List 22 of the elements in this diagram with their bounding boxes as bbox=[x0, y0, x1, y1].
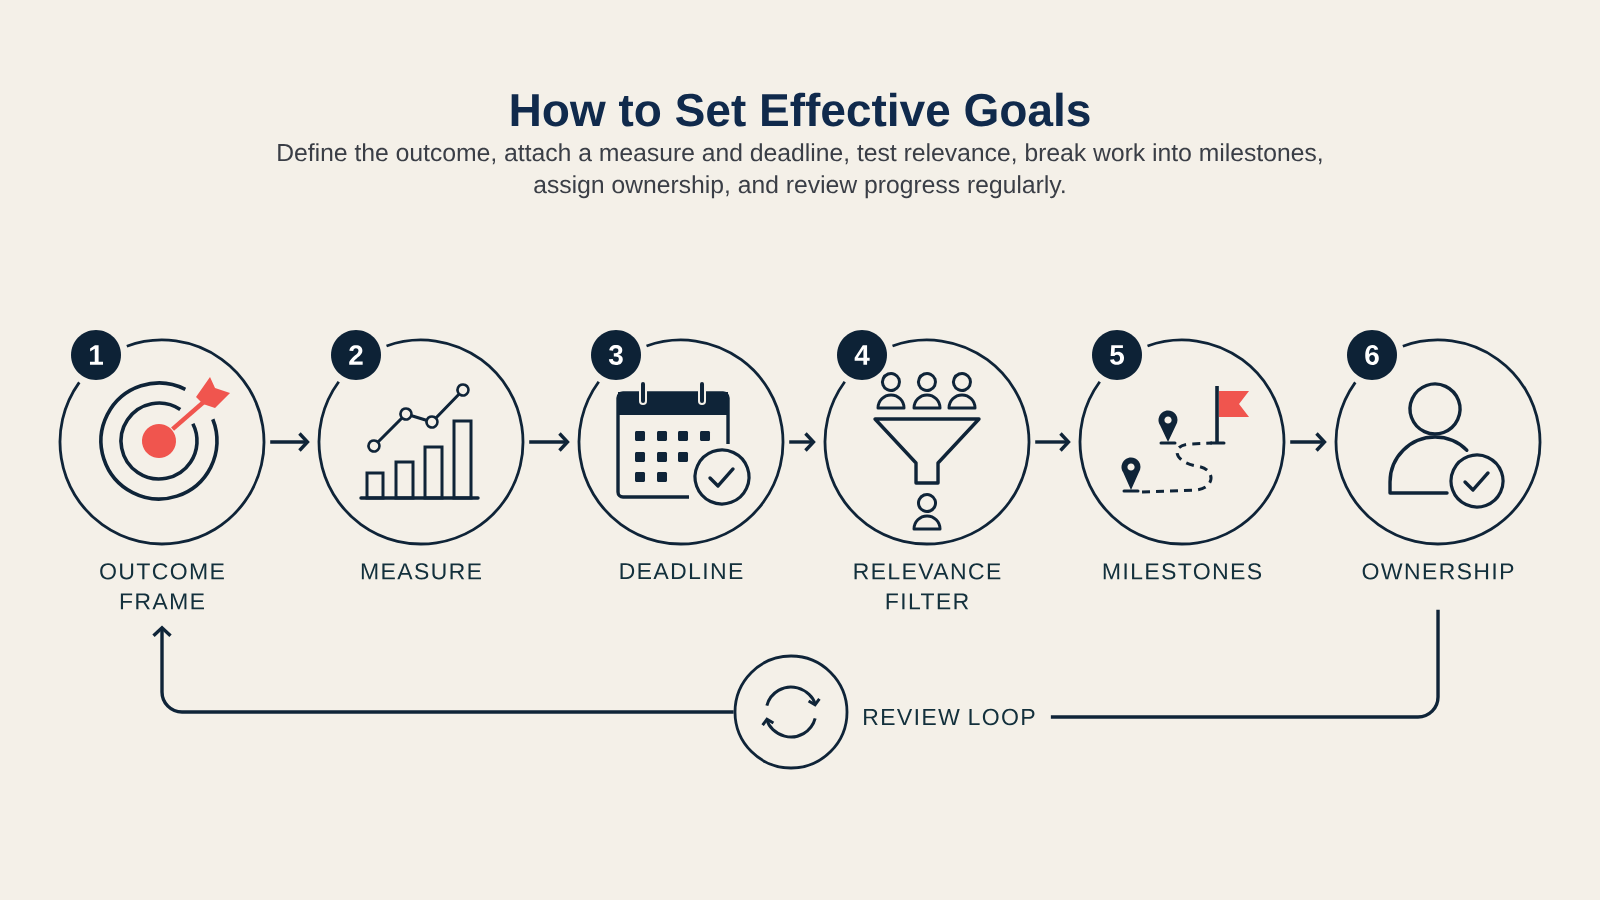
step-label: OWNERSHIP bbox=[1362, 563, 1514, 580]
number-badge: 4 bbox=[837, 330, 887, 380]
arrow bbox=[529, 432, 570, 452]
step-label: OUTCOME FRAME bbox=[100, 563, 224, 610]
title: How to Set Effective Goals bbox=[511, 92, 1090, 127]
number-badge: 2 bbox=[331, 330, 381, 380]
number-badge: 5 bbox=[1092, 330, 1142, 380]
step-label: MILESTONES bbox=[1103, 563, 1262, 580]
step-label: DEADLINE bbox=[620, 563, 743, 579]
arrow bbox=[789, 432, 816, 452]
number-badge: 1 bbox=[71, 330, 121, 380]
arrow bbox=[270, 432, 310, 452]
loop-label: REVIEW LOOP bbox=[864, 708, 1035, 726]
subtitle: Define the outcome, attach a measure and deadline, test relevance, break work into milestones, assign ownership, and review progress regularly. bbox=[278, 143, 1322, 199]
arrow bbox=[152, 625, 734, 714]
connector-line bbox=[1050, 609, 1440, 719]
arrow bbox=[1035, 432, 1071, 452]
step-label: RELEVANCE FILTER bbox=[854, 563, 1001, 610]
step-label: MEASURE bbox=[361, 563, 481, 580]
number-badge: 3 bbox=[591, 330, 641, 380]
arrow bbox=[1290, 432, 1327, 452]
number-badge: 6 bbox=[1347, 330, 1397, 380]
